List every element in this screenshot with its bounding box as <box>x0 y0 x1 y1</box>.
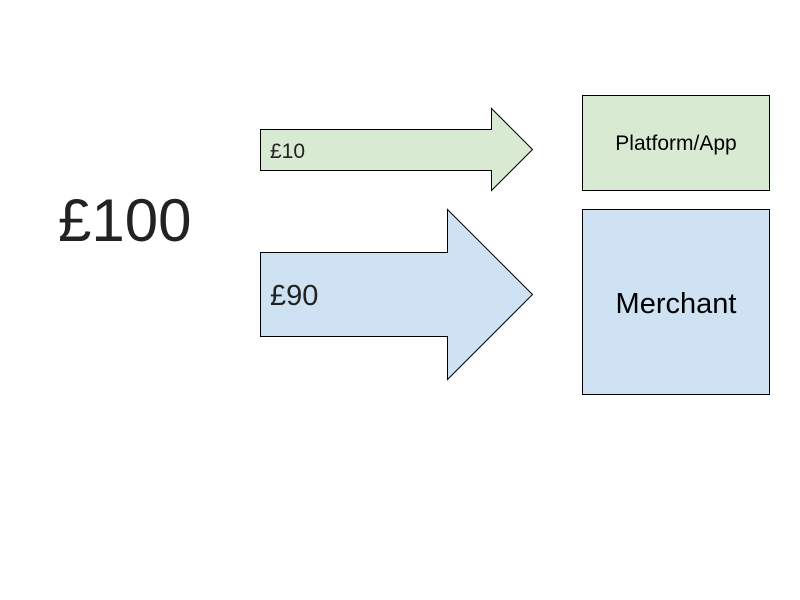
merchant-share-arrow <box>260 208 534 381</box>
merchant-share-amount: £90 <box>270 280 318 312</box>
merchant-label: Merchant <box>616 288 737 320</box>
platform-share-arrow <box>260 107 534 192</box>
platform-app-label: Platform/App <box>615 132 736 155</box>
platform-app-box <box>582 95 770 191</box>
merchant-box <box>582 209 770 395</box>
total-amount-label: £100 <box>58 187 191 254</box>
platform-share-amount: £10 <box>270 140 305 163</box>
